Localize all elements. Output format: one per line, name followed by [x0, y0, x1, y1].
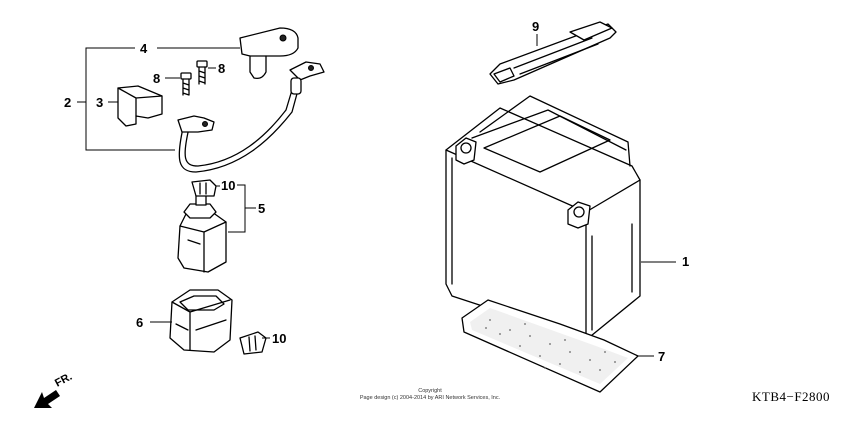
front-direction-arrow-icon: [34, 390, 60, 408]
callout-8a[interactable]: 8: [153, 71, 160, 86]
bracket-5-10: [228, 184, 256, 233]
copyright-line2: Page design (c) 2004-2014 by ARI Network…: [359, 395, 501, 401]
callout-10b[interactable]: 10: [272, 331, 286, 346]
battery-cable[interactable]: [177, 61, 325, 173]
starter-relay-5[interactable]: [177, 194, 227, 273]
bolt-8a[interactable]: [180, 72, 192, 96]
callout-3[interactable]: 3: [96, 95, 103, 110]
fuse-10b[interactable]: [239, 331, 267, 355]
callout-6[interactable]: 6: [136, 315, 143, 330]
bracket-2-4: [77, 47, 240, 151]
battery-1[interactable]: [445, 95, 641, 341]
callout-1[interactable]: 1: [682, 254, 689, 269]
callout-2[interactable]: 2: [64, 95, 71, 110]
relay-boot-6[interactable]: [169, 289, 233, 353]
copyright-notice: Copyright Page design (c) 2004-2014 by A…: [300, 388, 560, 402]
callout-8b[interactable]: 8: [218, 61, 225, 76]
terminal-cover-4[interactable]: [239, 27, 299, 80]
battery-strap-9[interactable]: [489, 21, 617, 85]
bolt-8b[interactable]: [196, 60, 208, 85]
callout-10a[interactable]: 10: [221, 178, 235, 193]
diagram-code: KTB4−F2800: [752, 389, 831, 404]
battery-pad-7[interactable]: [461, 299, 639, 393]
fuse-10a[interactable]: [191, 179, 217, 197]
callout-7[interactable]: 7: [658, 349, 665, 364]
callout-4[interactable]: 4: [140, 41, 148, 56]
copyright-line1: Copyright: [418, 388, 442, 394]
terminal-cover-3[interactable]: [117, 85, 163, 127]
callout-9[interactable]: 9: [532, 19, 539, 34]
callout-5[interactable]: 5: [258, 201, 265, 216]
